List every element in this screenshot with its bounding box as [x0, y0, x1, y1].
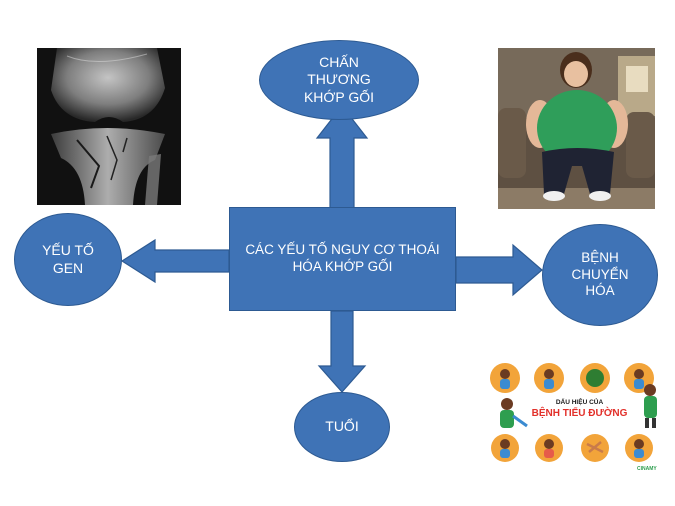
node-metabolic-line-1: BỆNH [581, 249, 619, 265]
diabetes-title-big: BỆNH TIỂU ĐƯỜNG [531, 408, 628, 419]
arrow-up [315, 105, 369, 209]
center-box: CÁC YẾU TỐ NGUY CƠ THOÁI HÓA KHỚP GỐI [229, 207, 456, 311]
obese-person-photo [498, 48, 655, 209]
diabetes-title-small: DẤU HIỆU CỦA [555, 399, 604, 406]
arrow-down [317, 310, 367, 393]
diabetes-infographic-icon [490, 363, 657, 462]
node-genetic-line-1: YẾU TỐ [42, 242, 94, 258]
node-metabolic-line-3: HÓA [585, 283, 615, 299]
arrow-left [120, 238, 230, 284]
node-age-line-1: TUỔI [325, 418, 359, 435]
node-knee-injury-line-2: THƯƠNG [307, 71, 371, 88]
node-knee-injury-line-1: CHẤN [319, 53, 359, 70]
node-metabolic: BỆNH CHUYỂN HÓA [542, 224, 658, 326]
node-knee-injury-line-3: KHỚP GỐI [303, 88, 375, 105]
diabetes-brand: CINAMY [637, 466, 657, 472]
node-age: TUỔI [294, 392, 390, 462]
node-genetic: YẾU TỐ GEN [14, 213, 122, 306]
node-knee-injury: CHẤN THƯƠNG KHỚP GỐI [259, 40, 419, 120]
node-metabolic-line-2: CHUYỂN [571, 266, 629, 282]
diabetes-infographic: DẤU HIỆU CỦA BỆNH TIỂU ĐƯỜNG CINAMY [487, 356, 672, 476]
node-genetic-line-2: GEN [52, 259, 84, 276]
arrow-right [455, 243, 543, 297]
knee-xray-image [37, 48, 181, 205]
center-label: CÁC YẾU TỐ NGUY CƠ THOÁI HÓA KHỚP GỐI [245, 242, 440, 274]
